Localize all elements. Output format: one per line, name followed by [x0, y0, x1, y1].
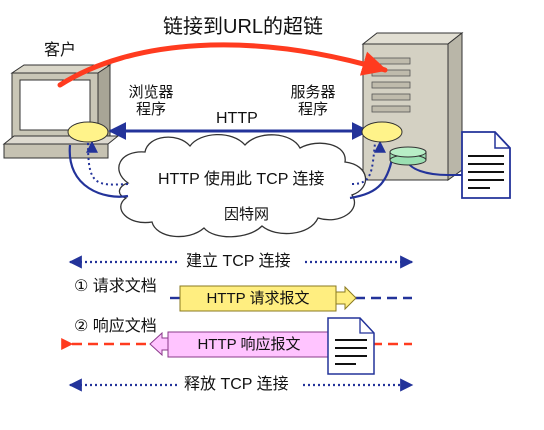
tcp-usage-label: HTTP 使用此 TCP 连接 [158, 171, 325, 188]
request-box-label: HTTP 请求报文 [206, 290, 310, 307]
client-label: 客户 [44, 42, 77, 59]
server-program-ellipse [361, 121, 403, 143]
disk-icon [389, 146, 427, 166]
response-box [167, 331, 331, 358]
request-box [179, 285, 337, 312]
http-label: HTTP [216, 110, 258, 127]
hyperlink-arrow [57, 42, 388, 88]
browser-label-line2: 程序 [135, 101, 166, 118]
browser-program-ellipse [67, 121, 109, 143]
internet-label: 因特网 [224, 206, 270, 223]
server-label-line2: 程序 [297, 101, 328, 118]
browser-label-line1: 浏览器 [128, 84, 174, 101]
document-icon [461, 131, 511, 199]
browser-label: 浏览器 程序 [126, 84, 176, 118]
client-computer [2, 64, 120, 159]
server-label-line1: 服务器 [290, 84, 336, 101]
response-document-icon [327, 317, 375, 375]
release-tcp-label: 释放 TCP 连接 [184, 376, 289, 393]
request-line [170, 285, 412, 311]
internet-cloud [118, 133, 367, 238]
step1-label: ① 请求文档 [74, 278, 157, 295]
establish-tcp-label: 建立 TCP 连接 [186, 253, 291, 270]
step2-label: ② 响应文档 [74, 318, 157, 335]
hyperlink-title: 链接到URL的超链 [163, 16, 324, 38]
response-box-label: HTTP 响应报文 [197, 336, 301, 353]
server-label: 服务器 程序 [288, 84, 338, 118]
